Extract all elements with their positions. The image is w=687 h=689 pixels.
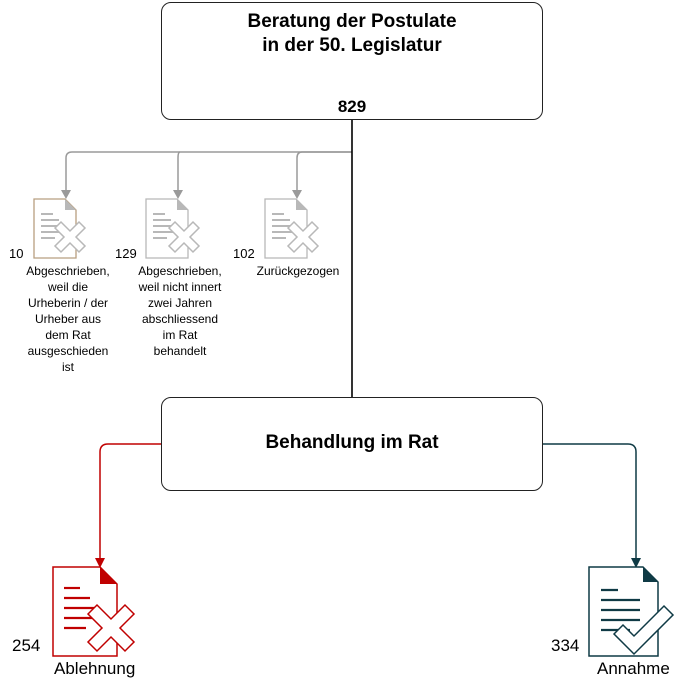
top-box-total: 829	[337, 97, 367, 116]
connector-withdrawal-2	[177, 151, 181, 192]
acceptance-count: 334	[551, 636, 580, 655]
document-rejected-icon	[52, 566, 136, 657]
rejection-count: 254	[12, 636, 41, 655]
arrowhead-acceptance	[631, 558, 641, 568]
document-x-icon	[145, 198, 201, 259]
rejection-label: Ablehnung	[54, 659, 136, 678]
arrowhead-withdrawal-2	[173, 190, 183, 199]
top-box: Beratung der Postulate in der 50. Legisl…	[161, 2, 543, 120]
withdrawal-count-1: 10	[9, 246, 24, 261]
withdrawal-label-1: Abgeschrieben, weil die Urheberin / der …	[26, 264, 110, 374]
withdrawal-count-2: 129	[115, 246, 137, 261]
connector-rejection	[99, 443, 161, 560]
withdrawal-label-2: Abgeschrieben, weil nicht innert zwei Ja…	[138, 264, 222, 358]
acceptance-label: Annahme	[597, 659, 670, 678]
arrowhead-withdrawal-3	[292, 190, 302, 199]
document-accepted-icon	[588, 566, 675, 657]
top-box-title-line1: Beratung der Postulate	[247, 11, 457, 32]
withdrawal-count-3: 102	[233, 246, 255, 261]
connector-withdrawal-1	[65, 151, 352, 192]
mid-box: Behandlung im Rat	[161, 397, 543, 491]
document-x-icon	[33, 198, 87, 259]
arrowhead-rejection	[95, 558, 105, 568]
mid-box-title: Behandlung im Rat	[265, 432, 439, 453]
document-x-icon	[264, 198, 320, 259]
arrowhead-withdrawal-1	[61, 190, 71, 199]
top-box-title-line2: in der 50. Legislatur	[262, 35, 442, 56]
connector-withdrawal-3	[296, 151, 352, 192]
withdrawal-label-3: Zurückgezogen	[256, 264, 340, 278]
connector-acceptance	[543, 443, 637, 560]
